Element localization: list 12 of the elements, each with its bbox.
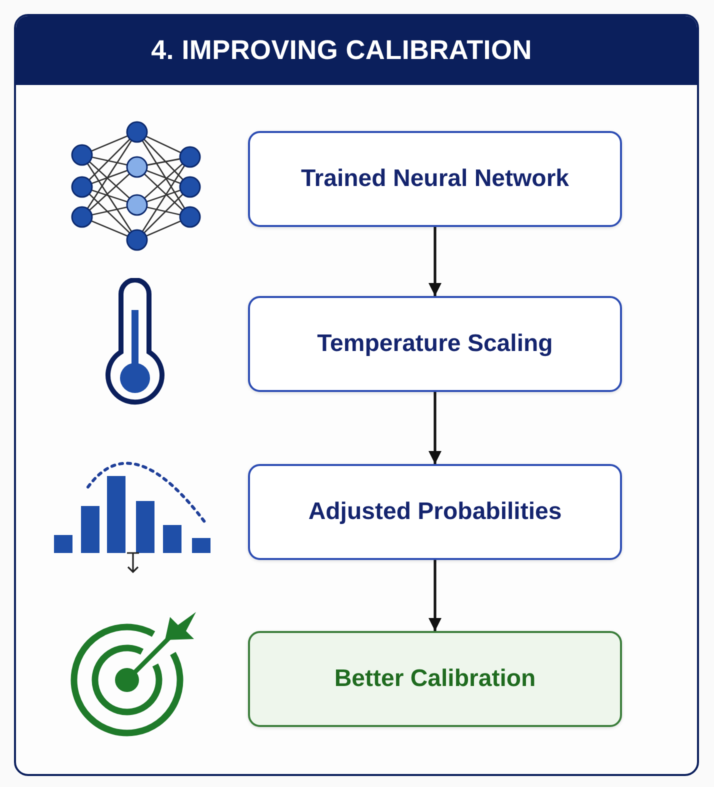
process-box bbox=[248, 131, 622, 227]
step-label: Trained Neural Network bbox=[300, 164, 570, 194]
arrow bbox=[428, 392, 442, 464]
process-box bbox=[248, 631, 622, 727]
diagram-title: 4. IMPROVING CALIBRATION bbox=[151, 34, 532, 68]
step-label: Better Calibration bbox=[334, 664, 536, 694]
arrow bbox=[428, 560, 442, 631]
step-label: Temperature Scaling bbox=[317, 329, 553, 359]
step-label: Adjusted Probabilities bbox=[308, 497, 562, 527]
arrow bbox=[428, 227, 442, 296]
process-box bbox=[248, 296, 622, 392]
process-box bbox=[248, 464, 622, 560]
